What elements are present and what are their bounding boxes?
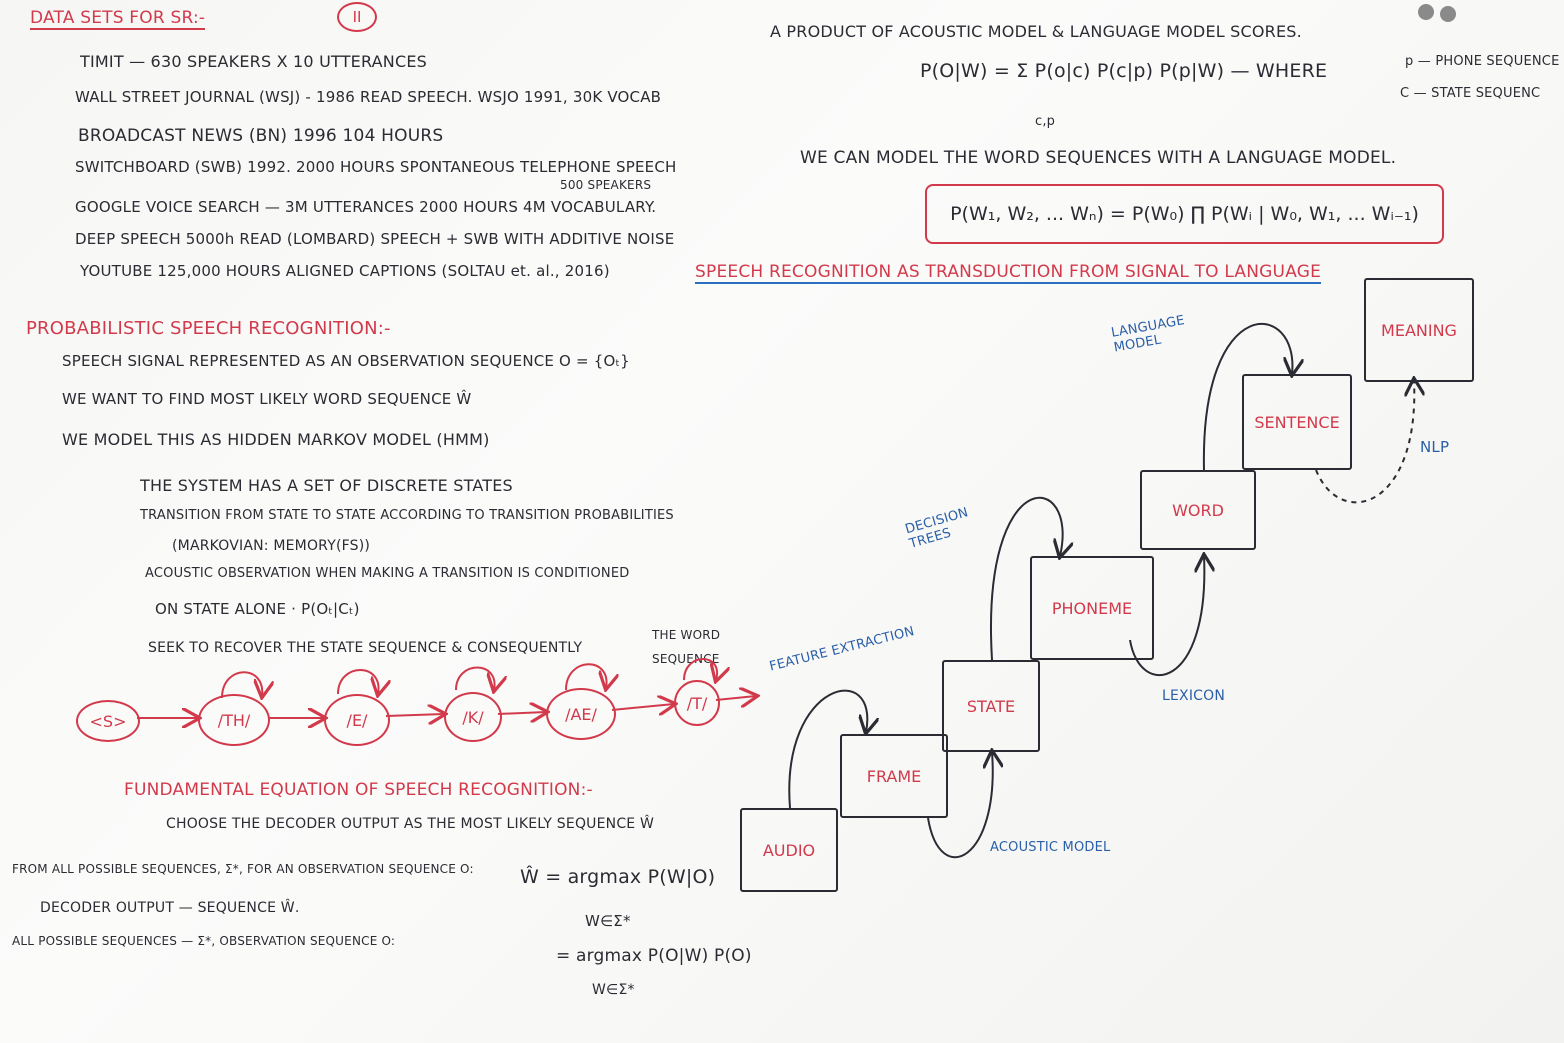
legend-state: C — STATE SEQUENC bbox=[1400, 86, 1541, 101]
fundamental-eq1-sub: W∈Σ* bbox=[585, 912, 631, 930]
fundamental-eq2: = argmax P(O|W) P(O) bbox=[556, 946, 752, 966]
prob-bullet-3: WE MODEL THIS AS HIDDEN MARKOV MODEL (HM… bbox=[62, 430, 490, 449]
acoustic-equation: P(O|W) = Σ P(o|c) P(c|p) P(p|W) — WHERE bbox=[920, 60, 1328, 82]
page-number-circle: II bbox=[337, 2, 377, 32]
edge-nlp: NLP bbox=[1420, 438, 1450, 456]
dataset-item-google: GOOGLE VOICE SEARCH — 3M UTTERANCES 2000… bbox=[75, 198, 657, 216]
dataset-item-wsj: WALL STREET JOURNAL (WSJ) - 1986 READ SP… bbox=[75, 88, 662, 106]
fundamental-eq2-sub: W∈Σ* bbox=[592, 982, 635, 998]
hmm-state-ae: /AE/ bbox=[546, 688, 616, 740]
fundamental-line2: FROM ALL POSSIBLE SEQUENCES, Σ*, FOR AN … bbox=[12, 862, 474, 876]
hmm-state-th: /TH/ bbox=[198, 694, 270, 746]
hmm-state-e: /E/ bbox=[324, 694, 390, 746]
node-meaning: MEANING bbox=[1364, 278, 1474, 382]
node-state: STATE bbox=[942, 660, 1040, 752]
prob-sub-4: ACOUSTIC OBSERVATION WHEN MAKING A TRANS… bbox=[145, 566, 630, 581]
lm-equation-box: P(W₁, W₂, ... Wₙ) = P(W₀) ∏ P(Wᵢ | W₀, W… bbox=[925, 184, 1444, 244]
prob-sub-3: (MARKOVIAN: MEMORY(FS)) bbox=[172, 538, 371, 554]
hmm-state-start: <S> bbox=[76, 700, 140, 742]
dataset-item-youtube: YOUTUBE 125,000 HOURS ALIGNED CAPTIONS (… bbox=[80, 262, 610, 280]
transduction-arrows bbox=[788, 322, 1414, 859]
node-word: WORD bbox=[1140, 470, 1256, 550]
hmm-state-t: /T/ bbox=[674, 680, 720, 726]
hmm-transitions bbox=[137, 658, 756, 718]
dataset-swb-speakers: 500 SPEAKERS bbox=[560, 178, 652, 192]
page-number: II bbox=[352, 8, 362, 26]
prob-sub-8: SEQUENCE bbox=[652, 652, 720, 666]
prob-bullet-1: SPEECH SIGNAL REPRESENTED AS AN OBSERVAT… bbox=[62, 352, 630, 370]
acoustic-heading: A PRODUCT OF ACOUSTIC MODEL & LANGUAGE M… bbox=[770, 22, 1302, 41]
hmm-state-k: /K/ bbox=[444, 692, 502, 742]
acoustic-sum-sub: c,p bbox=[1035, 114, 1056, 129]
dataset-item-swb: SWITCHBOARD (SWB) 1992. 2000 HOURS SPONT… bbox=[75, 158, 677, 176]
prob-sub-6: SEEK TO RECOVER THE STATE SEQUENCE & CON… bbox=[148, 640, 583, 656]
probabilistic-title: PROBABILISTIC SPEECH RECOGNITION:- bbox=[26, 318, 391, 339]
fundamental-eq1: Ŵ = argmax P(W|O) bbox=[520, 866, 716, 888]
magnet bbox=[1440, 6, 1456, 22]
lm-heading: WE CAN MODEL THE WORD SEQUENCES WITH A L… bbox=[800, 148, 1397, 168]
magnet bbox=[1418, 4, 1434, 20]
fundamental-line3: DECODER OUTPUT — SEQUENCE Ŵ. bbox=[40, 900, 300, 916]
prob-sub-7: THE WORD bbox=[652, 628, 721, 642]
prob-sub-2: TRANSITION FROM STATE TO STATE ACCORDING… bbox=[140, 508, 674, 523]
fundamental-line4: ALL POSSIBLE SEQUENCES — Σ*, OBSERVATION… bbox=[12, 934, 396, 948]
fundamental-line1: CHOOSE THE DECODER OUTPUT AS THE MOST LI… bbox=[166, 816, 655, 832]
fundamental-title: FUNDAMENTAL EQUATION OF SPEECH RECOGNITI… bbox=[124, 780, 593, 800]
dataset-item-deepspeech: DEEP SPEECH 5000h READ (LOMBARD) SPEECH … bbox=[75, 230, 675, 248]
node-phoneme: PHONEME bbox=[1030, 556, 1154, 660]
node-sentence: SENTENCE bbox=[1242, 374, 1352, 470]
node-audio: AUDIO bbox=[740, 808, 838, 892]
transduction-title: SPEECH RECOGNITION AS TRANSDUCTION FROM … bbox=[695, 262, 1322, 284]
legend-phone: p — PHONE SEQUENCE bbox=[1405, 54, 1560, 69]
edge-acoustic-model: ACOUSTIC MODEL bbox=[990, 840, 1111, 855]
prob-bullet-2: WE WANT TO FIND MOST LIKELY WORD SEQUENC… bbox=[62, 390, 472, 408]
node-frame: FRAME bbox=[840, 734, 948, 818]
prob-sub-5: ON STATE ALONE · P(Oₜ|Cₜ) bbox=[155, 600, 360, 618]
dataset-item-bn: BROADCAST NEWS (BN) 1996 104 HOURS bbox=[78, 126, 444, 146]
prob-sub-1: THE SYSTEM HAS A SET OF DISCRETE STATES bbox=[140, 476, 513, 495]
edge-lexicon: LEXICON bbox=[1162, 688, 1226, 704]
dataset-item-timit: TIMIT — 630 SPEAKERS X 10 UTTERANCES bbox=[80, 52, 428, 71]
lm-equation: P(W₁, W₂, ... Wₙ) = P(W₀) ∏ P(Wᵢ | W₀, W… bbox=[950, 203, 1419, 225]
datasets-title: DATA SETS FOR SR:- bbox=[30, 8, 206, 30]
